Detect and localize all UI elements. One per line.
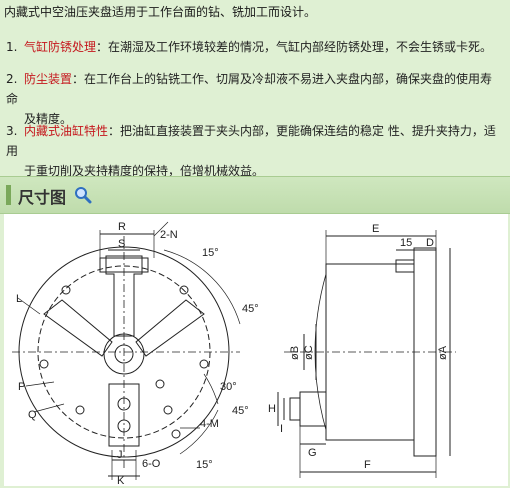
feature-number: 3. — [6, 124, 18, 138]
feature-text-cont: 于重切削及夹持精度的保持，倍增机械效益。 — [24, 164, 265, 178]
label-E: E — [372, 223, 379, 235]
feature-dust-proof: 2. 防尘装置：在工作台上的钻铣工作、切屑及冷却液不易进入夹盘内部，确保夹盘的使用… — [6, 69, 504, 129]
arc-45b — [179, 409, 219, 455]
label-6O: 6-O — [142, 458, 161, 470]
leader-L — [17, 297, 41, 315]
mount-hole — [171, 429, 181, 439]
jaw-right — [135, 299, 205, 357]
front-view — [12, 221, 241, 480]
mount-hole — [163, 405, 173, 415]
label-R: R — [118, 221, 126, 233]
feature-title: 气缸防锈处理 — [24, 40, 97, 54]
leader-2N — [153, 221, 169, 237]
intro-text: 内藏式中空油压夹盘适用于工作台面的钻、铣加工而设计。 — [4, 5, 317, 19]
mount-hole — [155, 379, 165, 389]
label-J: J — [117, 449, 123, 461]
label-30: 30° — [220, 381, 237, 393]
magnifier-icon[interactable] — [74, 186, 92, 204]
section-marker — [6, 185, 11, 205]
label-P: P — [18, 381, 25, 393]
arc-30 — [203, 373, 219, 405]
side-profile-curve — [314, 273, 327, 431]
label-K: K — [117, 475, 125, 486]
dimension-drawing: R S 2-N 15° L 45° P 30° Q 45° 4-M J 6-O … — [4, 214, 508, 486]
arc-45a — [163, 249, 241, 325]
feature-text: ：把油缸直接装置于夹头内部，更能确保连结的稳定 性、提升夹持力，适用 — [6, 124, 496, 158]
feature-built-in-cylinder: 3. 内藏式油缸特性：把油缸直接装置于夹头内部，更能确保连结的稳定 性、提升夹持力… — [6, 121, 504, 181]
feature-number: 1. — [6, 40, 18, 54]
section-heading: 尺寸图 — [18, 188, 67, 207]
label-S: S — [118, 238, 125, 250]
leader-P — [25, 381, 55, 387]
label-15a: 15° — [202, 247, 219, 259]
feature-title: 防尘装置 — [24, 72, 73, 86]
mount-hole — [199, 359, 209, 369]
label-15b: 15° — [196, 459, 213, 471]
label-2N: 2-N — [160, 229, 178, 241]
side-jaw-tip — [289, 397, 301, 421]
label-I: I — [280, 423, 283, 435]
mount-hole — [61, 285, 71, 295]
label-D: D — [426, 237, 434, 249]
feature-number: 2. — [6, 72, 18, 86]
label-4M: 4-M — [200, 418, 219, 430]
jaw-top — [105, 255, 143, 337]
label-45a: 45° — [242, 303, 259, 315]
label-phiB: øB — [289, 346, 301, 360]
feature-text: ：在潮湿及工作环境较差的情况，气缸内部经防锈处理，不会生锈或卡死。 — [96, 40, 493, 54]
label-G: G — [308, 447, 317, 459]
jaw-left — [43, 299, 113, 357]
mount-hole — [75, 405, 85, 415]
label-phiC: øC — [303, 345, 315, 360]
feature-title: 内藏式油缸特性 — [24, 124, 109, 138]
label-phiA: øA — [437, 345, 449, 360]
leader-Q — [33, 403, 65, 413]
label-15: 15 — [400, 237, 412, 249]
feature-text-cont: 及精度。 — [24, 112, 73, 126]
mount-hole — [179, 285, 189, 295]
label-H: H — [268, 403, 276, 415]
mount-hole — [39, 359, 49, 369]
side-jaw-bottom — [299, 391, 327, 427]
chuck-drawing-svg: R S 2-N 15° L 45° P 30° Q 45° 4-M J 6-O … — [12, 221, 456, 486]
label-F: F — [364, 459, 371, 471]
label-45b: 45° — [232, 405, 249, 417]
label-Q: Q — [28, 409, 37, 421]
side-view — [277, 230, 456, 478]
dimension-section-header: 尺寸图 — [0, 176, 510, 214]
label-L: L — [16, 293, 22, 305]
side-jaw-top — [395, 259, 415, 273]
feature-rust-proof: 1. 气缸防锈处理：在潮湿及工作环境较差的情况，气缸内部经防锈处理，不会生锈或卡死… — [6, 37, 504, 57]
feature-text: ：在工作台上的钻铣工作、切屑及冷却液不易进入夹盘内部，确保夹盘的使用寿命 — [6, 72, 493, 106]
